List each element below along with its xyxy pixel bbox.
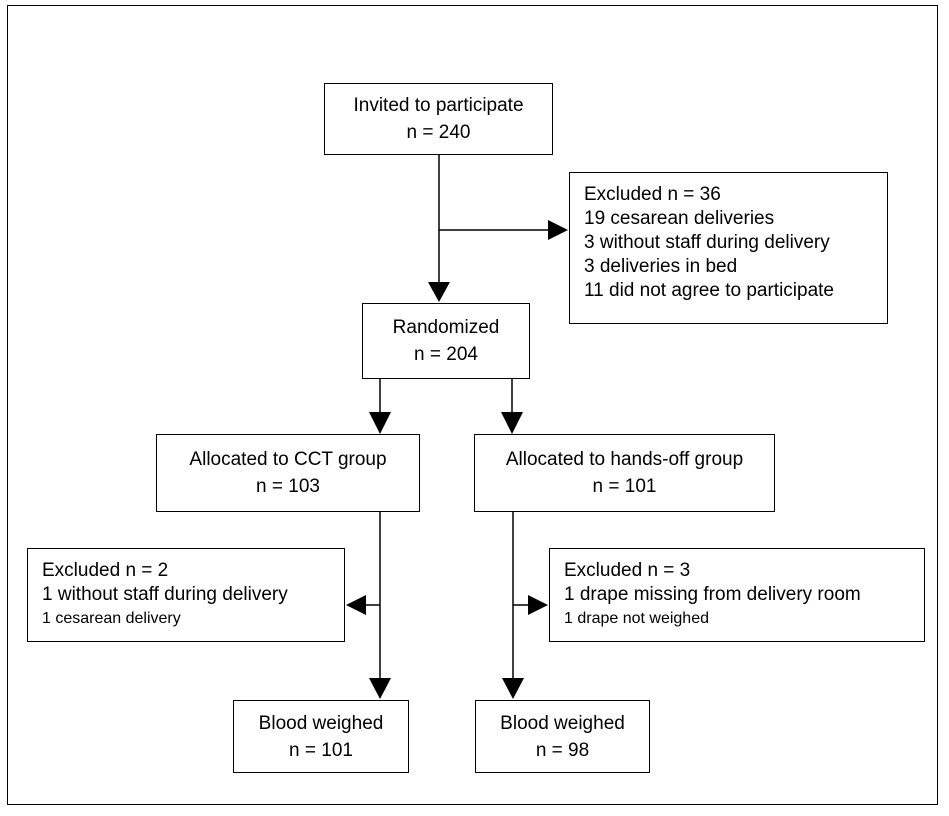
randomized-count: n = 204	[414, 344, 478, 365]
arrowhead-to-randomized	[428, 282, 450, 302]
cct-excluded-box: Excluded n = 2 1 without staff during de…	[27, 548, 345, 642]
excluded-reason: 11 did not agree to participate	[584, 280, 834, 301]
cct-excluded-title: Excluded n = 2	[42, 560, 169, 581]
invited-count: n = 240	[406, 122, 471, 143]
arrowhead-to-handsoff-excluded	[528, 595, 548, 615]
handsoff-weighed-count: n = 98	[535, 739, 590, 761]
arrowhead-to-cct	[369, 412, 391, 434]
cct-group-count: n = 103	[256, 476, 320, 497]
arrowhead-to-cct-weighed	[369, 678, 391, 699]
invited-title: Invited to participate	[353, 95, 524, 116]
handsoff-excluded-reason: 1 drape missing from delivery room	[564, 584, 861, 605]
invited-box: Invited to participate n = 240	[324, 83, 553, 155]
excluded-reason: 3 without staff during delivery	[584, 232, 830, 253]
arrowhead-to-handsoff	[501, 412, 523, 434]
cct-group-box: Allocated to CCT group n = 103	[156, 434, 420, 512]
arrowhead-to-excluded	[548, 220, 568, 240]
arrowhead-to-cct-excluded	[346, 595, 366, 615]
cct-excluded-reason: 1 cesarean delivery	[42, 610, 181, 627]
handsoff-excluded-box: Excluded n = 3 1 drape missing from deli…	[549, 548, 925, 642]
excluded-initial-title: Excluded n = 36	[584, 184, 721, 205]
randomized-box: Randomized n = 204	[362, 303, 530, 379]
cct-weighed-box: Blood weighed n = 101	[233, 700, 409, 773]
handsoff-group-title: Allocated to hands-off group	[505, 449, 744, 470]
cct-excluded-reason: 1 without staff during delivery	[42, 584, 288, 605]
handsoff-group-box: Allocated to hands-off group n = 101	[474, 434, 775, 512]
excluded-reason: 3 deliveries in bed	[584, 256, 738, 277]
excluded-initial-box: Excluded n = 36 19 cesarean deliveries 3…	[569, 172, 888, 324]
handsoff-excluded-reason: 1 drape not weighed	[564, 610, 709, 627]
randomized-title: Randomized	[392, 317, 500, 338]
cct-weighed-title: Blood weighed	[258, 712, 384, 734]
handsoff-group-count: n = 101	[592, 476, 657, 497]
cct-weighed-count: n = 101	[289, 739, 353, 761]
handsoff-weighed-box: Blood weighed n = 98	[475, 700, 650, 773]
diagram-frame	[7, 5, 938, 805]
arrowhead-to-handsoff-weighed	[502, 678, 524, 699]
excluded-reason: 19 cesarean deliveries	[584, 208, 775, 229]
handsoff-excluded-title: Excluded n = 3	[564, 560, 691, 581]
handsoff-weighed-title: Blood weighed	[500, 712, 625, 734]
cct-group-title: Allocated to CCT group	[189, 449, 387, 470]
